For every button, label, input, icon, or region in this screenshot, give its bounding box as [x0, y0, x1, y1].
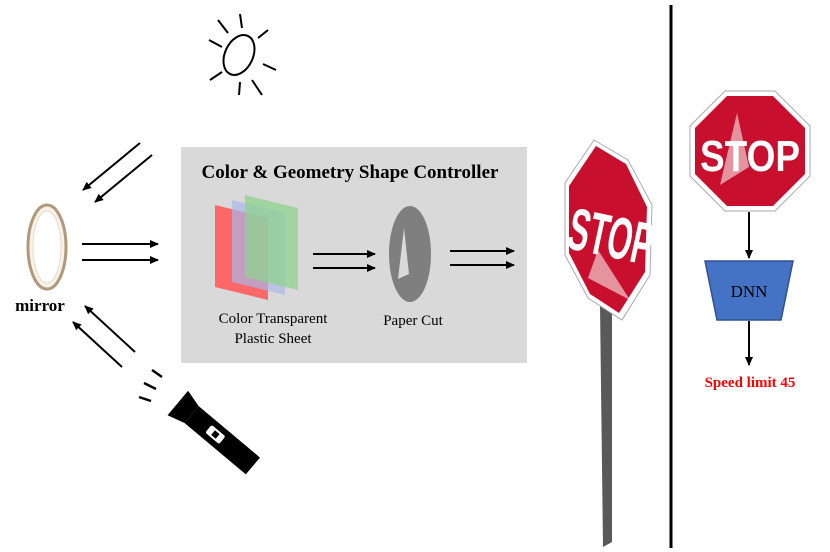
controller-to-sign-arrows	[450, 247, 515, 269]
flashlight-rays	[72, 305, 136, 368]
reflected-rays	[82, 240, 159, 264]
controller-title: Color & Geometry Shape Controller	[202, 162, 499, 183]
mirror-label: mirror	[15, 296, 65, 315]
sheet-label-line2: Plastic Sheet	[234, 331, 312, 347]
dnn-block	[704, 260, 794, 321]
flashlight-icon	[138, 368, 260, 475]
dnn-label: DNN	[731, 282, 768, 301]
sheet-to-papercut-arrows	[313, 250, 376, 272]
physical-stop-sign: STOP	[562, 139, 660, 547]
paper-cut-icon	[389, 206, 431, 302]
sunlight-rays	[82, 142, 153, 203]
perceived-stop-sign: STOP	[689, 90, 811, 212]
sun-icon	[208, 13, 277, 96]
prediction-label: Speed limit 45	[705, 375, 796, 391]
perceived-stop-text: STOP	[700, 132, 800, 181]
color-transparent-sheets	[215, 195, 298, 300]
mirror-icon	[26, 203, 68, 291]
sheet-label-line1: Color Transparent	[219, 311, 329, 327]
papercut-label: Paper Cut	[383, 313, 443, 329]
